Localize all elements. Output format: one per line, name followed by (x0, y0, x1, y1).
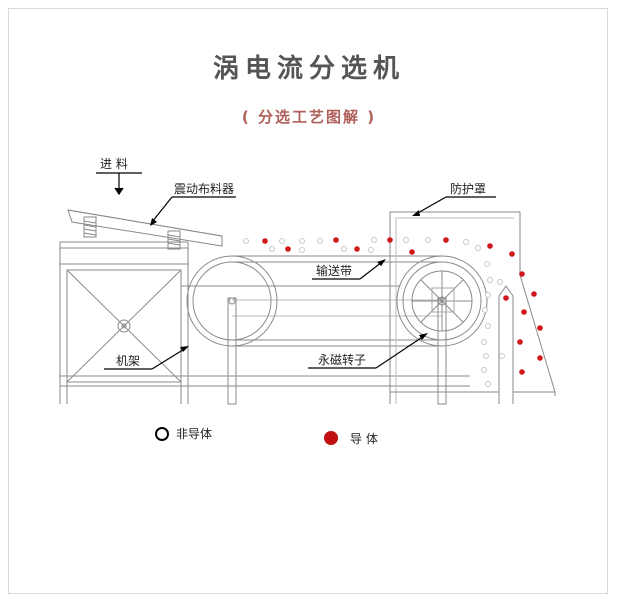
rotor-arrow-head (419, 333, 428, 340)
feeder-arrow-head (150, 218, 157, 226)
belt-arrow-head (377, 259, 386, 266)
machine-frame (59, 241, 189, 404)
figure-frame (8, 8, 608, 594)
protective-cover-label: 防护罩 (450, 181, 486, 196)
cover-arrow-head (412, 210, 420, 216)
conductor-particles (262, 237, 543, 375)
cover-leader (415, 196, 447, 215)
conveyor-belt (232, 255, 442, 347)
vibrating-feeder-tray (67, 209, 223, 247)
frame-arrow-head (180, 346, 189, 352)
drive-drum (186, 255, 278, 405)
rotor-leader (375, 335, 425, 369)
frame-leader (151, 347, 187, 370)
feed-label: 进 料 (100, 157, 128, 171)
conductor-legend-label: 导 体 (350, 432, 378, 446)
magnetic-rotor-label: 永磁转子 (318, 352, 366, 367)
conveyor-belt-label: 输送带 (316, 263, 352, 278)
page-title: 涡电流分选机 (212, 54, 405, 84)
non-conductor-legend-marker (155, 427, 169, 441)
page-subtitle: ( 分选工艺图解 ) (241, 108, 377, 126)
frame-label: 机架 (116, 354, 140, 368)
vibrating-feeder-label: 震动布料器 (174, 182, 234, 196)
conductor-legend-marker (324, 431, 338, 445)
protective-cover (389, 211, 556, 404)
non-conductor-legend-label: 非导体 (176, 427, 212, 441)
belt-leader (359, 261, 383, 280)
feeder-spring-left (83, 216, 97, 238)
feed-arrow-head (114, 187, 124, 196)
feeder-leader (151, 196, 173, 223)
non-conductor-particles (243, 237, 505, 387)
feeder-spring-right (167, 230, 181, 250)
magnetic-rotor (396, 255, 488, 405)
legend: 非导体 导 体 (155, 427, 378, 446)
